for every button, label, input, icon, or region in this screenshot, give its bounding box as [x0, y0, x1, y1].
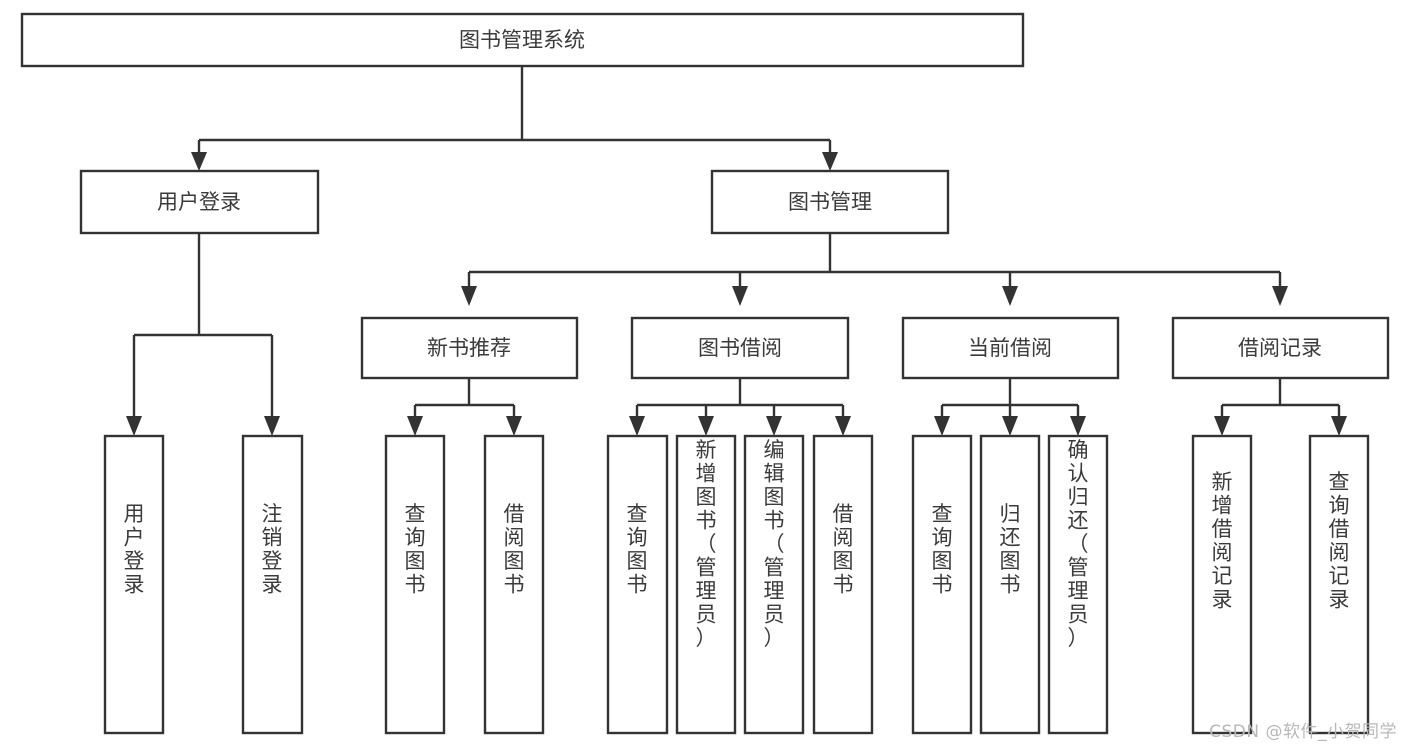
node-leaf-borrow-lend-box[interactable]	[812, 434, 874, 735]
node-leaf-current-confirm-label: 确认归还（管理员）	[1068, 438, 1089, 650]
node-leaf-newbook-query-label: 查询图书	[405, 502, 426, 597]
arrow-to-borrow-add	[698, 416, 714, 436]
node-leaf-current-query-label: 查询图书	[932, 502, 953, 597]
connector-newbook-to-leaves	[407, 378, 522, 436]
node-leaf-newbook-query-box[interactable]	[384, 434, 446, 735]
connector-login-to-leaves	[126, 233, 280, 436]
node-leaf-newbook-borrow-label: 借阅图书	[504, 502, 525, 597]
arrow-to-current	[1002, 286, 1018, 306]
node-newbook-box[interactable]	[360, 316, 579, 380]
arrow-to-current-query	[934, 416, 950, 436]
node-leaf-record-query-box[interactable]	[1308, 434, 1370, 735]
node-leaf-user-login-label: 用户登录	[124, 502, 145, 597]
node-root[interactable]: 图书管理系统	[20, 12, 1025, 68]
node-leaf-current-return[interactable]: 归还图书	[979, 434, 1041, 735]
node-record-box[interactable]	[1171, 316, 1390, 380]
node-leaf-borrow-add-box[interactable]	[675, 434, 737, 735]
arrow-to-current-confirm	[1070, 416, 1086, 436]
node-borrow-box[interactable]	[630, 316, 850, 380]
node-leaf-current-return-label: 归还图书	[1000, 502, 1021, 597]
node-newbook[interactable]: 新书推荐	[360, 316, 579, 380]
node-leaf-borrow-edit-box[interactable]	[743, 434, 805, 735]
arrow-to-newbook	[461, 286, 477, 306]
arrow-to-user-login	[126, 416, 142, 436]
node-current-label: 当前借阅	[968, 336, 1052, 360]
node-leaf-newbook-query[interactable]: 查询图书	[384, 434, 446, 735]
arrow-to-current-return	[1002, 416, 1018, 436]
node-leaf-borrow-query-box[interactable]	[606, 434, 669, 735]
node-borrow[interactable]: 图书借阅	[630, 316, 850, 380]
arrow-to-record	[1272, 286, 1288, 306]
connector-current-to-leaves	[934, 378, 1086, 436]
node-leaf-borrow-lend[interactable]: 借阅图书	[812, 434, 874, 735]
arrow-to-login	[191, 152, 207, 171]
node-leaf-user-login-box[interactable]	[103, 434, 165, 735]
node-leaf-borrow-lend-label: 借阅图书	[833, 502, 854, 597]
node-leaf-record-add-box[interactable]	[1191, 434, 1253, 735]
arrow-to-borrow	[732, 286, 748, 306]
arrow-to-record-add	[1214, 416, 1230, 436]
node-leaf-borrow-query[interactable]: 查询图书	[606, 434, 669, 735]
node-leaf-record-query[interactable]: 查询借阅记录	[1308, 434, 1370, 735]
node-current[interactable]: 当前借阅	[901, 316, 1120, 380]
node-leaf-current-query[interactable]: 查询图书	[911, 434, 973, 735]
arrow-to-newbook-query	[407, 416, 423, 436]
node-leaf-user-logout[interactable]: 注销登录	[241, 434, 304, 735]
node-leaf-borrow-add[interactable]: 新增图书（管理员）	[675, 434, 737, 735]
node-leaf-borrow-add-label: 新增图书（管理员）	[696, 438, 717, 650]
arrow-to-borrow-edit	[766, 416, 782, 436]
node-leaf-borrow-query-label: 查询图书	[627, 502, 648, 597]
node-bookmgmt-label: 图书管理	[788, 190, 872, 214]
node-leaf-borrow-edit[interactable]: 编辑图书（管理员）	[743, 434, 805, 735]
node-record[interactable]: 借阅记录	[1171, 316, 1390, 380]
arrow-to-bookmgmt	[822, 152, 838, 171]
node-leaf-record-query-label: 查询借阅记录	[1329, 470, 1350, 612]
connector-bookmgmt-to-level3	[461, 233, 1288, 306]
node-leaf-record-add[interactable]: 新增借阅记录	[1191, 434, 1253, 735]
node-leaf-user-logout-box[interactable]	[241, 434, 304, 735]
node-leaf-current-confirm-box[interactable]	[1047, 434, 1109, 735]
node-record-label: 借阅记录	[1238, 336, 1322, 360]
node-leaf-newbook-borrow[interactable]: 借阅图书	[483, 434, 545, 735]
node-root-label: 图书管理系统	[459, 28, 585, 52]
node-leaf-record-add-label: 新增借阅记录	[1212, 470, 1233, 612]
node-bookmgmt[interactable]: 图书管理	[710, 169, 950, 235]
node-borrow-label: 图书借阅	[698, 336, 782, 360]
arrow-to-borrow-lend	[835, 416, 851, 436]
node-login-box[interactable]	[79, 169, 320, 235]
node-leaf-current-return-box[interactable]	[979, 434, 1041, 735]
node-newbook-label: 新书推荐	[427, 336, 511, 360]
arrow-to-newbook-borrow	[506, 416, 522, 436]
arrow-to-record-query	[1331, 416, 1347, 436]
node-leaf-user-logout-label: 注销登录	[262, 502, 283, 597]
node-root-box[interactable]	[20, 12, 1025, 68]
arrow-to-user-logout	[264, 416, 280, 436]
node-leaf-current-query-box[interactable]	[911, 434, 973, 735]
arrow-to-borrow-query	[629, 416, 645, 436]
node-bookmgmt-box[interactable]	[710, 169, 950, 235]
node-login-label: 用户登录	[157, 190, 241, 214]
node-leaf-current-confirm[interactable]: 确认归还（管理员）	[1047, 434, 1109, 735]
node-leaf-newbook-borrow-box[interactable]	[483, 434, 545, 735]
connector-record-to-leaves	[1214, 378, 1347, 436]
node-login[interactable]: 用户登录	[79, 169, 320, 235]
connector-borrow-to-leaves	[629, 378, 851, 436]
node-current-box[interactable]	[901, 316, 1120, 380]
node-leaf-user-login[interactable]: 用户登录	[103, 434, 165, 735]
connector-root-to-level2	[191, 66, 838, 171]
node-leaf-borrow-edit-label: 编辑图书（管理员）	[764, 438, 785, 650]
